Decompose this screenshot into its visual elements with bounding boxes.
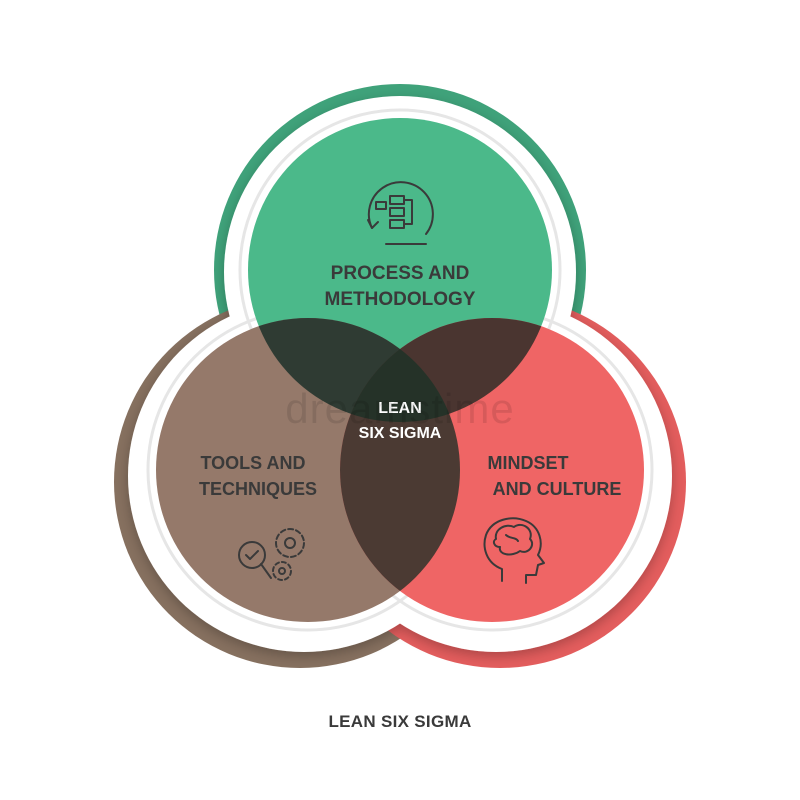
right-label-line2: AND CULTURE bbox=[493, 479, 622, 499]
right-label-line1: MINDSET bbox=[488, 453, 569, 473]
footer-title: LEAN SIX SIGMA bbox=[328, 712, 472, 731]
gears-magnifier-icon bbox=[238, 528, 305, 581]
process-flowchart-icon bbox=[367, 181, 434, 245]
top-label-line1: PROCESS AND bbox=[331, 263, 470, 284]
left-label-line2: TECHNIQUES bbox=[199, 479, 317, 499]
overlap-center bbox=[340, 318, 460, 422]
top-label-line2: METHODOLOGY bbox=[325, 289, 476, 310]
left-label-line1: TOOLS AND bbox=[200, 453, 305, 473]
center-label-line2: SIX SIGMA bbox=[359, 425, 442, 442]
center-label-line1: LEAN bbox=[378, 400, 422, 417]
head-brain-icon bbox=[483, 517, 545, 584]
